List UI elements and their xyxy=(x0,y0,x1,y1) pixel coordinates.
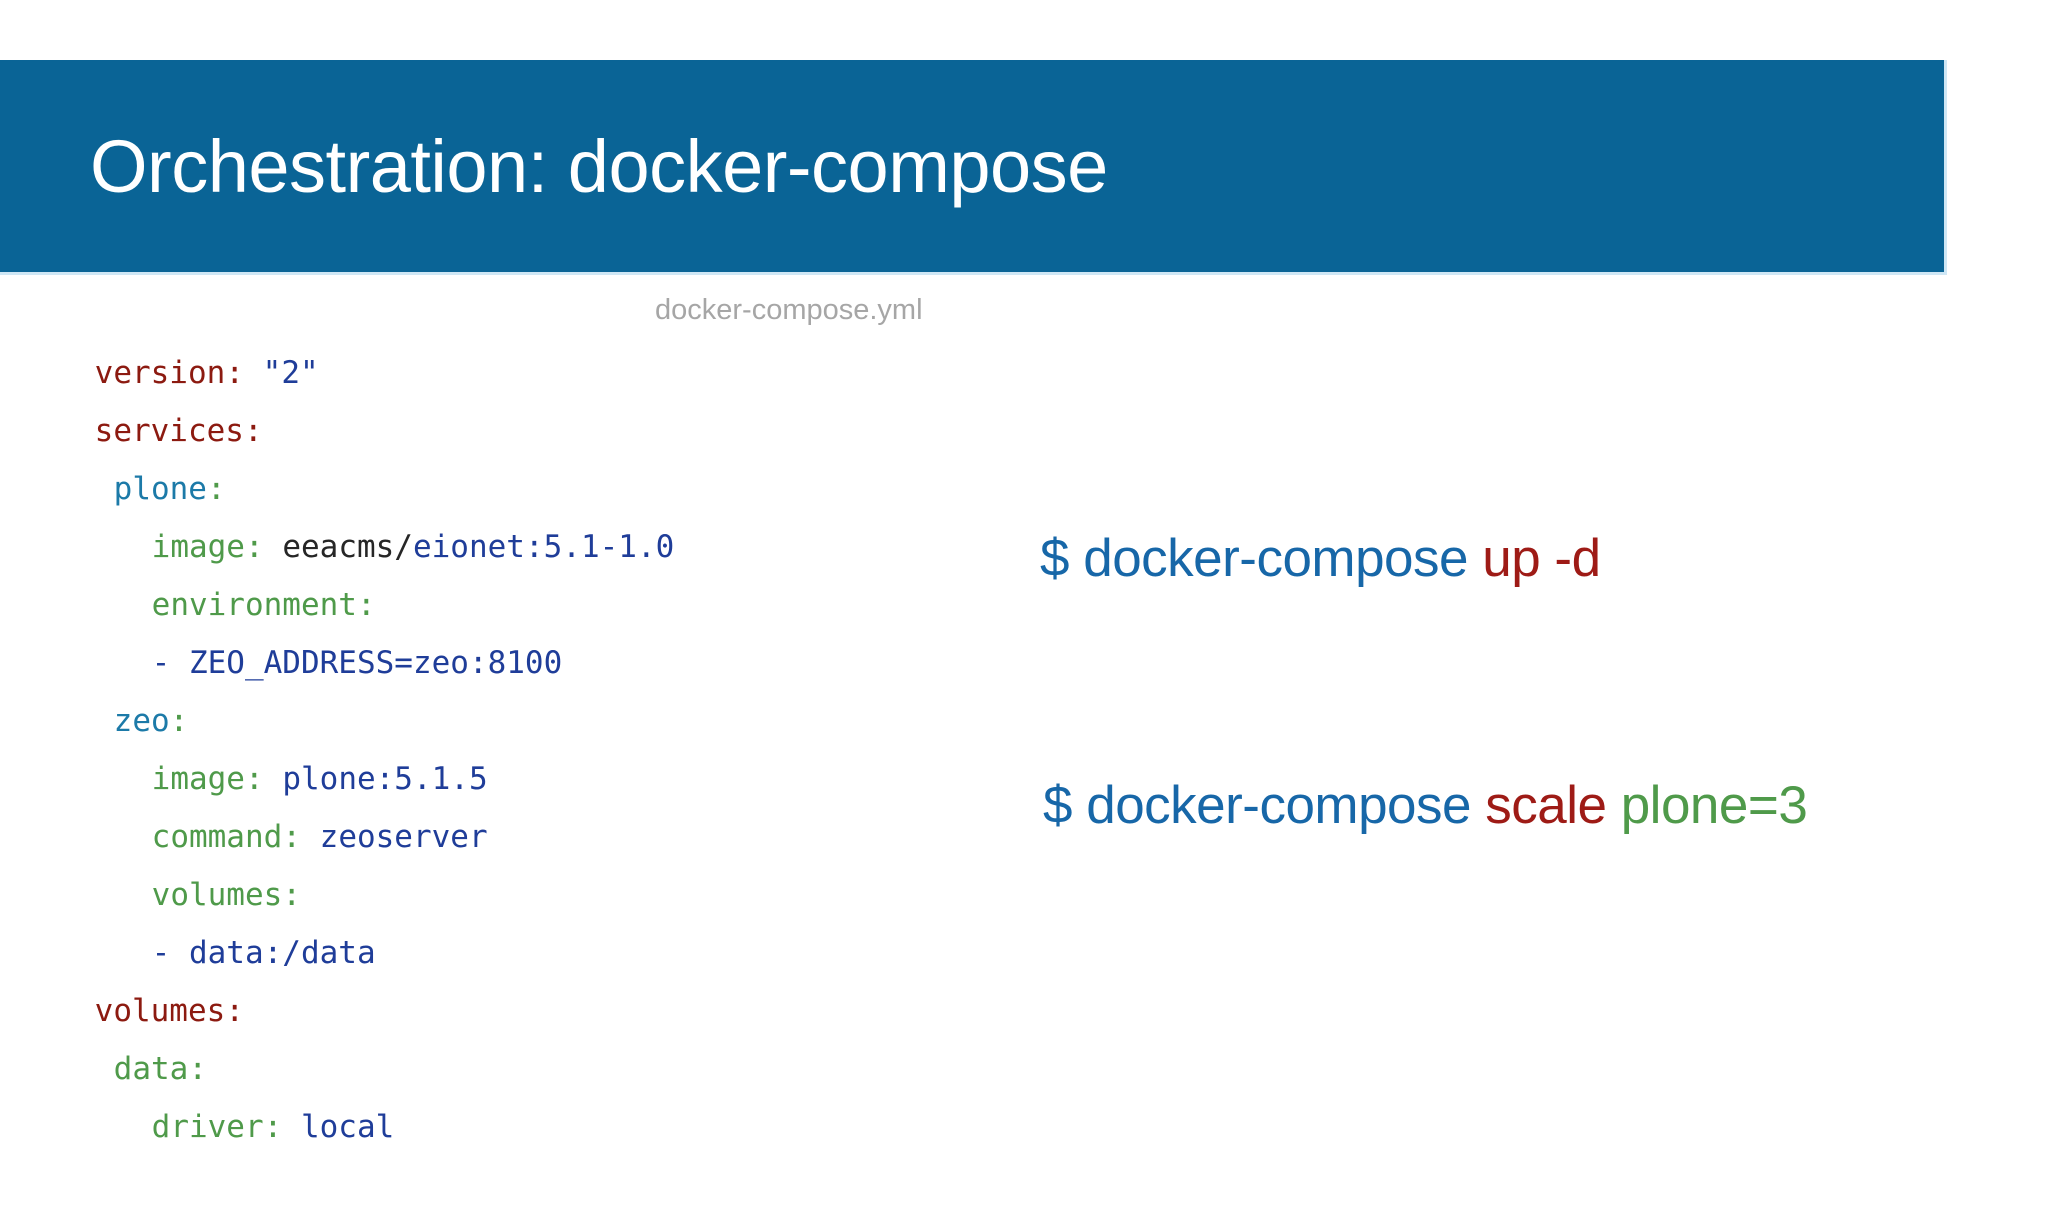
shell-prompt-symbol: $ xyxy=(1043,776,1072,835)
yaml-colon: : xyxy=(225,993,244,1029)
code-line: environment: xyxy=(0,518,1000,623)
yaml-key: driver xyxy=(151,1109,264,1145)
yaml-list-item: - data:/data xyxy=(151,935,376,971)
page-title: Orchestration: docker-compose xyxy=(90,124,1108,208)
shell-subcommand: scale xyxy=(1485,776,1607,835)
code-line: services: xyxy=(0,344,1000,449)
shell-program-name: docker-compose xyxy=(1083,529,1468,588)
code-line: - ZEO_ADDRESS=zeo:8100 xyxy=(0,576,1000,681)
yaml-colon: : xyxy=(225,355,244,391)
yaml-key: command xyxy=(151,819,283,855)
yaml-colon: : xyxy=(282,877,301,913)
yaml-colon: : xyxy=(356,587,376,623)
shell-command-scale: $ docker-compose scale plone=3 xyxy=(1043,775,1808,836)
shell-argument: plone=3 xyxy=(1620,776,1808,835)
yaml-key: services xyxy=(94,413,244,449)
yaml-key: image xyxy=(151,761,245,797)
yaml-code-block: version: "2" services: plone: image: eea… xyxy=(0,286,1000,1145)
yaml-service-name: plone xyxy=(113,471,207,507)
shell-program-name: docker-compose xyxy=(1086,776,1471,835)
shell-prompt-symbol: $ xyxy=(1040,529,1069,588)
shell-flag: -d xyxy=(1554,529,1601,588)
code-line: zeo: xyxy=(0,634,1000,739)
yaml-key: image xyxy=(151,529,245,565)
yaml-service-name: zeo xyxy=(113,703,170,739)
code-line: command: zeoserver xyxy=(0,750,1000,855)
code-line: image: eeacms/eionet:5.1-1.0 xyxy=(0,460,1000,565)
yaml-colon: : xyxy=(169,703,189,739)
yaml-key: volumes xyxy=(94,993,226,1029)
yaml-colon: : xyxy=(244,761,264,797)
yaml-colon: : xyxy=(244,529,264,565)
yaml-value: local xyxy=(300,1109,395,1145)
yaml-colon: : xyxy=(243,413,263,449)
code-line: data: xyxy=(0,982,1000,1087)
code-line: volumes: xyxy=(0,924,1000,1029)
yaml-key: volumes xyxy=(151,877,283,913)
yaml-value: "2" xyxy=(262,355,319,391)
code-line: driver: local xyxy=(0,1040,1000,1145)
code-line: volumes: xyxy=(0,808,1000,913)
yaml-key: data xyxy=(113,1051,189,1087)
yaml-colon: : xyxy=(188,1051,207,1087)
code-line: plone: xyxy=(0,402,1000,507)
shell-command-up: $ docker-compose up -d xyxy=(1040,528,1601,589)
code-line: image: plone:5.1.5 xyxy=(0,692,1000,797)
yaml-colon: : xyxy=(206,471,226,507)
yaml-key: version xyxy=(94,355,226,391)
file-caption-label: docker-compose.yml xyxy=(655,294,923,326)
yaml-list-item: - ZEO_ADDRESS=zeo:8100 xyxy=(151,645,563,681)
yaml-colon: : xyxy=(263,1109,283,1145)
shell-subcommand: up xyxy=(1482,529,1541,588)
yaml-value: zeoserver xyxy=(319,819,488,855)
yaml-value: plone:5.1.5 xyxy=(282,761,488,797)
yaml-colon: : xyxy=(282,819,301,855)
yaml-value-registry: eeacms/ xyxy=(282,529,413,565)
yaml-value-image: eionet:5.1-1.0 xyxy=(412,529,675,565)
code-line: - data:/data xyxy=(0,866,1000,971)
slide-title-banner: Orchestration: docker-compose xyxy=(0,60,1947,275)
yaml-key: environment xyxy=(151,587,357,623)
code-line: version: "2" xyxy=(0,286,1000,391)
